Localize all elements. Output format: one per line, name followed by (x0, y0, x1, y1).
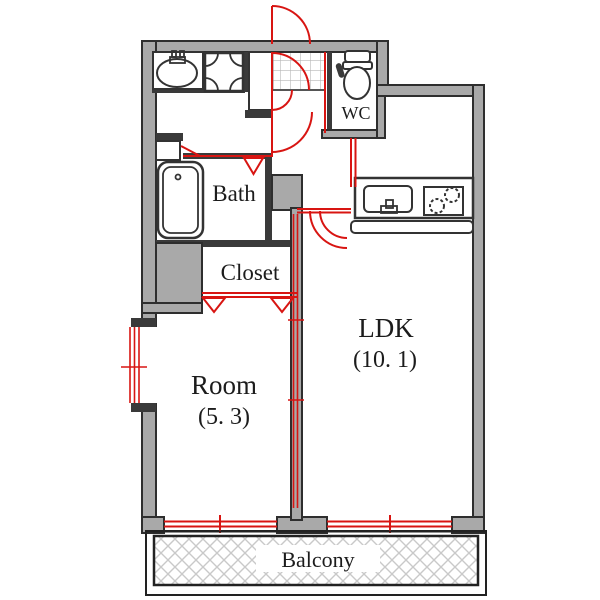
ldk-top-wall (376, 84, 485, 97)
wc-bottom-wall (321, 129, 386, 139)
bath-bottom-wall (156, 240, 302, 247)
corridor-wall-chunk (271, 174, 303, 211)
cabinet-bottom-wall (245, 110, 272, 118)
sliding-door-panel-ticks (288, 319, 304, 401)
bottom-wall-left-segment (141, 516, 165, 534)
hallway-door-arc-lower (271, 111, 313, 153)
interior-walls (131, 51, 386, 521)
left-wall-lower (141, 403, 157, 534)
wc-label: WC (342, 103, 371, 123)
ldk-door-arc-outer (309, 210, 348, 249)
red-closet-folding-doors (200, 292, 297, 314)
stove-burners-icon (423, 186, 464, 216)
closet-label: Closet (221, 260, 280, 285)
bay-window-bottom-step (131, 403, 156, 412)
bottom-wall-right-segment (451, 516, 485, 534)
room-top-wall (141, 302, 203, 314)
room-ldk-sliding-door (292, 214, 299, 508)
entrance-tile-grid (272, 51, 326, 91)
entrance-door-arc (271, 5, 311, 45)
toilet-brush-icon (335, 63, 345, 78)
ldk-label: LDK (358, 313, 414, 343)
closet-left-wall-block (155, 242, 203, 314)
washing-machine-pan-icon (203, 51, 245, 93)
wc-left-wall (327, 52, 332, 130)
bath-label: Bath (212, 181, 256, 206)
corridor-sliding-door (350, 138, 357, 187)
room-label: Room (191, 370, 257, 400)
room-area-label: (5. 3) (198, 404, 250, 430)
washbasin-icon (152, 50, 204, 90)
toilet-icon (335, 50, 373, 100)
closet-door-v-left (200, 297, 228, 314)
closet-door-v-right (268, 297, 296, 314)
kitchen-sink-icon (363, 185, 413, 213)
ldk-area-label: (10. 1) (353, 347, 417, 373)
ldk-door-arc-inner (319, 210, 348, 239)
room-labels: WC Bath Closet Room (5. 3) LDK (10. 1) B… (191, 103, 417, 572)
balcony-area (145, 530, 487, 596)
hallway-door-arc-upper (271, 52, 310, 91)
bathtub-icon (156, 160, 205, 240)
kitchen-counter (350, 176, 475, 234)
bay-window (129, 327, 140, 403)
wc-right-wall (376, 95, 386, 139)
washroom-alcove-wall (156, 133, 183, 141)
red-window-lines (121, 327, 486, 533)
bay-window-top-step (131, 318, 156, 327)
bath-right-wall (265, 153, 272, 247)
washroom-counter-edge (152, 88, 245, 93)
hallway-door-arc-small (271, 89, 293, 111)
washroom-entrance-divider-wall (243, 52, 249, 92)
balcony-label: Balcony (281, 547, 354, 572)
washroom-door-fold-mark (180, 145, 201, 157)
right-wall (472, 84, 485, 534)
washroom-alcove-box (155, 140, 181, 161)
entrance-cabinet (248, 51, 273, 111)
bath-folding-door-mark (242, 157, 265, 176)
red-sliding-partition (288, 214, 304, 508)
room-ldk-divider-wall (290, 207, 303, 521)
red-door-swing-arcs (180, 5, 357, 249)
counter-front-bar (350, 220, 474, 234)
balcony-label-backing (256, 545, 380, 572)
ldk-door-leaf (297, 208, 351, 214)
